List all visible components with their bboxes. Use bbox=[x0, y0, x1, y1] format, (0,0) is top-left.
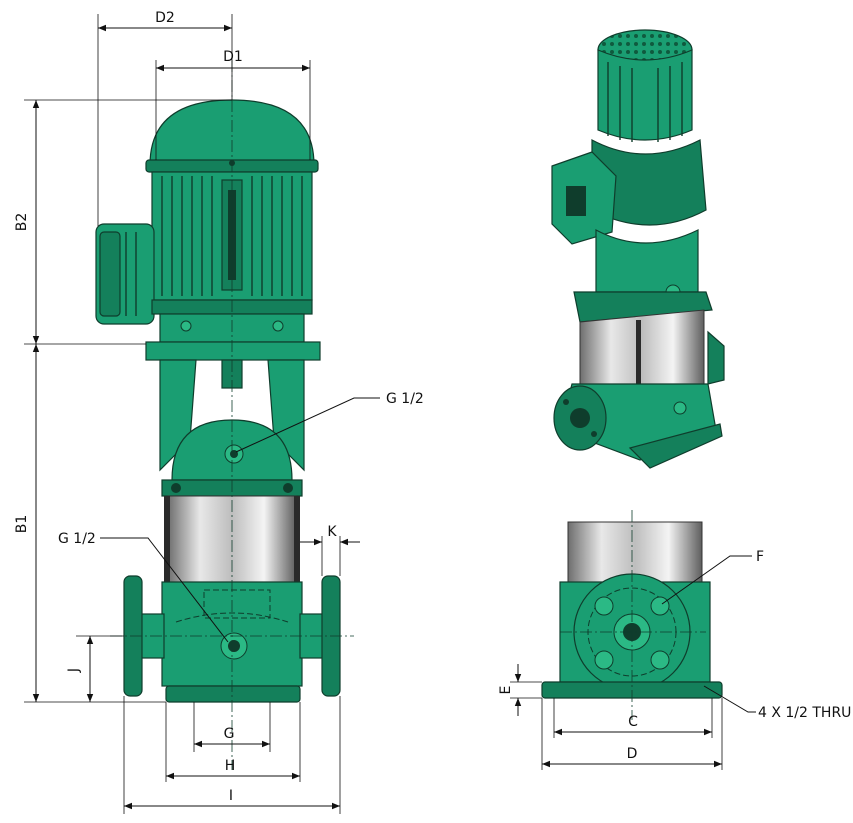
label-g: G bbox=[224, 726, 235, 742]
label-c: C bbox=[628, 714, 638, 730]
leader-g-half-left bbox=[100, 537, 229, 643]
callout-g-half-left: G 1/2 bbox=[58, 531, 96, 547]
label-b1: B1 bbox=[14, 515, 30, 534]
callout-f: F bbox=[756, 549, 764, 565]
label-e: E bbox=[498, 686, 514, 695]
label-i: I bbox=[229, 788, 233, 804]
leader-g-half-top bbox=[235, 397, 380, 453]
isometric-view bbox=[551, 29, 725, 469]
label-j: J bbox=[66, 668, 82, 673]
label-d1: D1 bbox=[223, 49, 243, 65]
label-h: H bbox=[225, 758, 236, 774]
label-k: K bbox=[327, 524, 337, 540]
leader-holes bbox=[703, 685, 756, 713]
callout-holes: 4 X 1/2 THRU bbox=[758, 705, 851, 721]
side-view bbox=[541, 510, 723, 720]
lantern-plate bbox=[145, 341, 321, 361]
label-b2: B2 bbox=[14, 213, 30, 232]
label-d2: D2 bbox=[155, 10, 175, 26]
front-view bbox=[95, 60, 354, 770]
base-foot bbox=[165, 685, 301, 703]
label-d: D bbox=[627, 746, 638, 762]
iso-motor-body bbox=[597, 49, 693, 141]
leader-f bbox=[661, 555, 752, 605]
iso-steel-sleeve bbox=[579, 309, 705, 389]
callout-g-half-top: G 1/2 bbox=[386, 391, 424, 407]
